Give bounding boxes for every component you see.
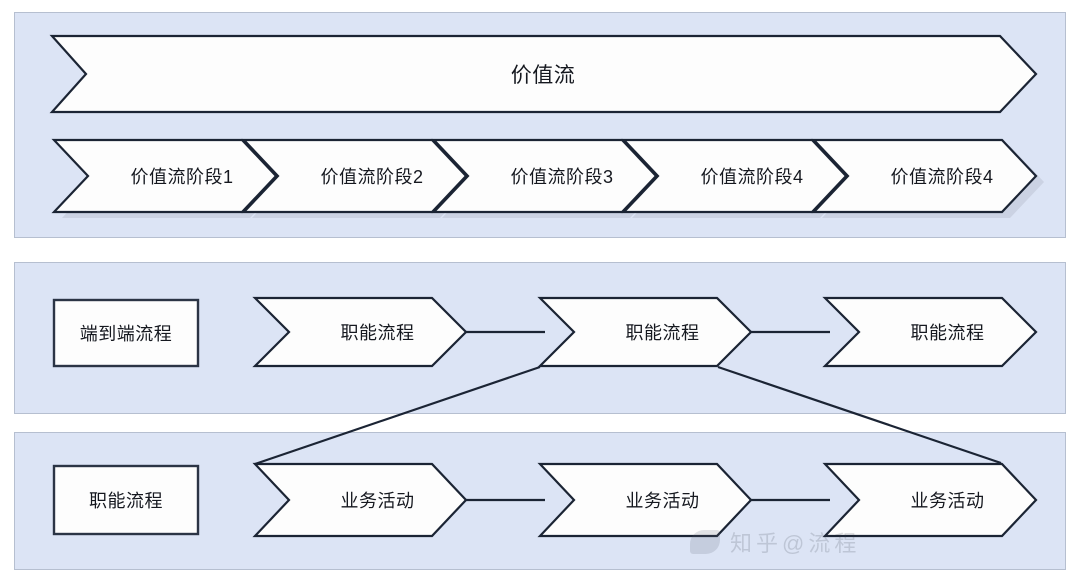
activity-chevron-3-label: 业务活动: [910, 491, 985, 511]
process-chevron-2-label: 职能流程: [625, 323, 700, 343]
process-chevron-1-label: 职能流程: [340, 323, 415, 343]
activity-chevron-1-label: 业务活动: [340, 491, 415, 511]
stage-chevron-3-label: 价值流阶段3: [510, 167, 614, 187]
row-label-end-to-end-process: 端到端流程: [79, 324, 173, 344]
value-stream-arrow-label: 价值流: [510, 64, 576, 87]
activity-chevron-2-label: 业务活动: [625, 491, 700, 511]
stage-chevron-2-label: 价值流阶段2: [320, 167, 424, 187]
row-label-function-process: 职能流程: [89, 491, 163, 511]
stage-chevron-1-label: 价值流阶段1: [130, 167, 234, 187]
stage-chevron-4-label: 价值流阶段4: [700, 167, 804, 187]
process-chevron-3-label: 职能流程: [910, 323, 985, 343]
stage-chevron-5-label: 价值流阶段4: [890, 167, 994, 187]
